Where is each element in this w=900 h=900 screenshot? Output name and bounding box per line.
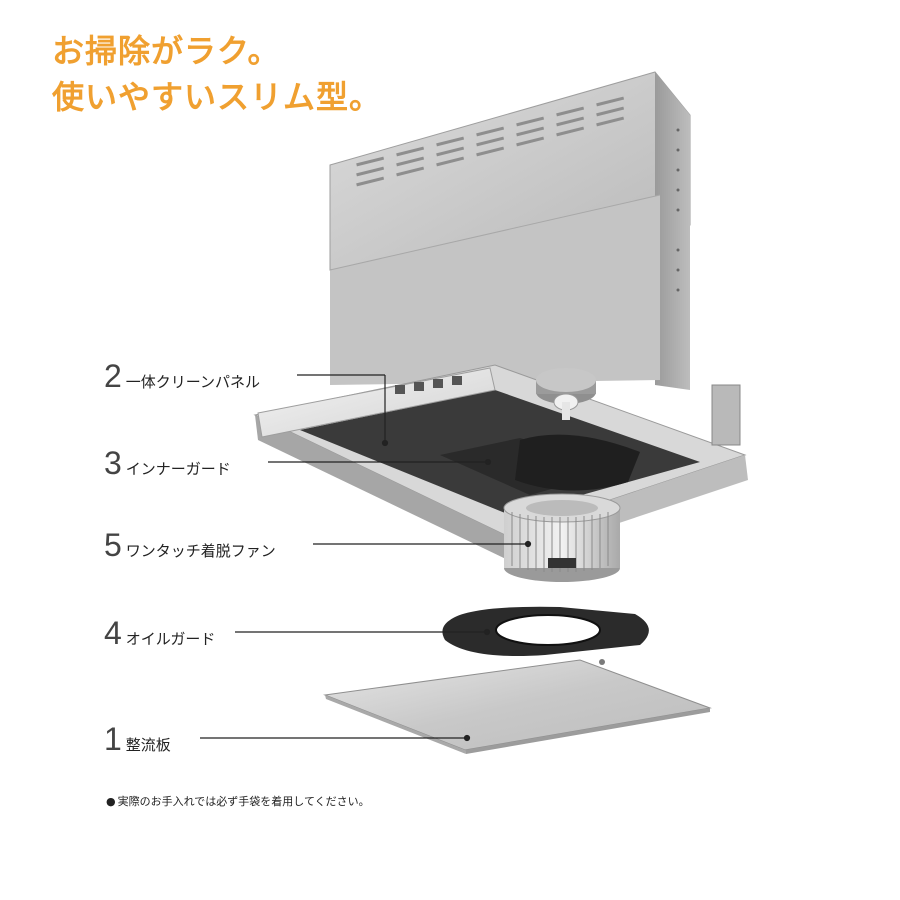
headline: お掃除がラク。 使いやすいスリム型。 — [52, 28, 382, 120]
sirocco-fan — [503, 493, 621, 582]
vent-slots — [356, 96, 625, 187]
callout-fan: 5 ワンタッチ着脱ファン — [104, 529, 276, 561]
callout-label: 整流板 — [125, 736, 171, 754]
callout-inner-guard: 3 インナーガード — [104, 447, 231, 479]
duct-cover — [329, 71, 691, 390]
headline-line-2: 使いやすいスリム型。 — [52, 78, 383, 116]
leader-dot-clean-panel — [381, 439, 389, 447]
caution-note-text: 実際のお手入れでは必ず手袋を着用してください。 — [117, 795, 370, 808]
leader-dot-fan — [524, 540, 532, 548]
callout-rectifier-plate: 1 整流板 — [104, 723, 171, 755]
callout-label: オイルガード — [125, 630, 216, 648]
callout-label: インナーガード — [125, 460, 231, 478]
headline-line-1: お掃除がラク。 — [52, 32, 281, 70]
callout-number: 3 — [104, 445, 122, 481]
caution-note: ●実際のお手入れでは必ず手袋を着用してください。 — [106, 793, 370, 809]
callout-clean-panel: 2 一体クリーンパネル — [104, 360, 260, 392]
callout-number: 1 — [104, 721, 122, 757]
motor — [536, 368, 596, 420]
leader-dot-oil-guard — [483, 628, 491, 636]
callout-label: ワンタッチ着脱ファン — [125, 542, 276, 560]
callout-label: 一体クリーンパネル — [125, 373, 261, 391]
inner-guard — [515, 434, 640, 491]
rectifier-plate — [323, 659, 712, 754]
callout-number: 4 — [104, 615, 122, 651]
callout-oil-guard: 4 オイルガード — [104, 617, 215, 649]
leader-dot-rectifier — [463, 734, 471, 742]
bullet-icon: ● — [106, 795, 116, 808]
callout-number: 5 — [104, 527, 122, 563]
callout-number: 2 — [104, 358, 122, 394]
oil-guard — [442, 606, 649, 656]
clean-panel — [257, 367, 496, 438]
leader-dot-inner-guard — [484, 458, 492, 466]
